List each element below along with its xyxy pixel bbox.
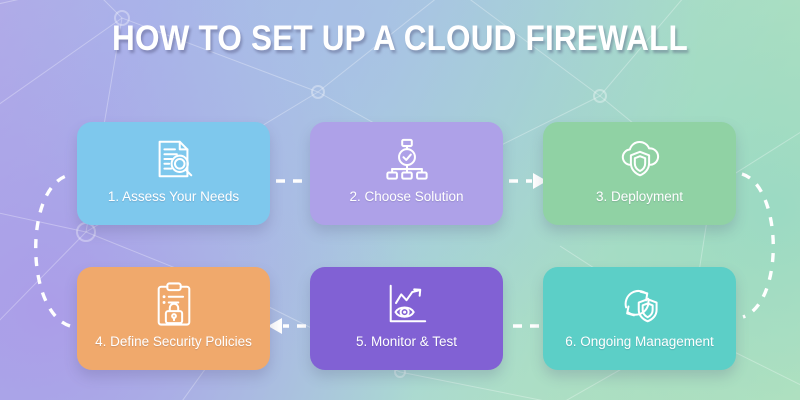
connector-step-3-to-6 (741, 172, 775, 319)
step-card-2[interactable]: 2. Choose Solution (310, 122, 503, 225)
step-card-3[interactable]: 3. Deployment (543, 122, 736, 225)
step-card-2-label: 2. Choose Solution (349, 189, 464, 204)
step-card-4[interactable]: 4. Define Security Policies (77, 267, 270, 370)
step-card-5-label: 5. Monitor & Test (355, 334, 458, 349)
step-card-1-label: 1. Assess Your Needs (107, 189, 240, 204)
step-card-3-label: 3. Deployment (595, 189, 684, 204)
step-card-5[interactable]: 5. Monitor & Test (310, 267, 503, 370)
connector-step-4-to-1 (34, 174, 71, 328)
refresh-shield-icon (543, 278, 736, 330)
step-card-4-label: 4. Define Security Policies (95, 334, 252, 349)
arrowhead-step-5-to-4 (268, 318, 282, 334)
hierarchy-check-icon (310, 133, 503, 185)
clipboard-lock-icon (77, 278, 270, 330)
page-title: HOW TO SET UP A CLOUD FIREWALL (112, 19, 688, 58)
chart-eye-icon (310, 278, 503, 330)
step-card-1[interactable]: 1. Assess Your Needs (77, 122, 270, 225)
cloud-shield-icon (543, 133, 736, 185)
step-card-6[interactable]: 6. Ongoing Management (543, 267, 736, 370)
document-magnifier-icon (77, 133, 270, 185)
step-card-6-label: 6. Ongoing Management (565, 334, 714, 349)
